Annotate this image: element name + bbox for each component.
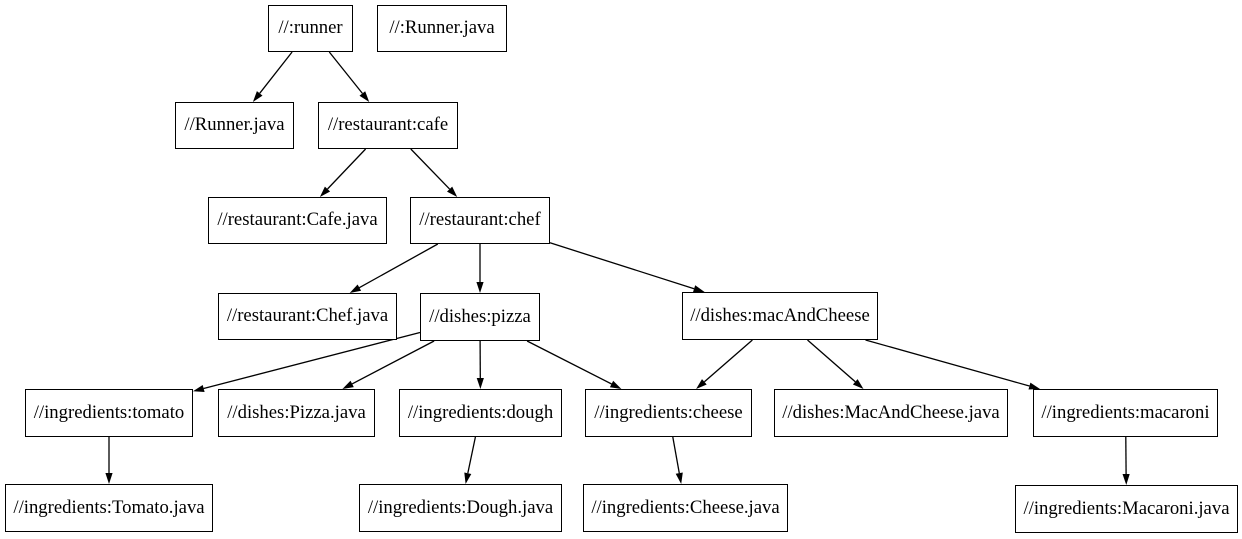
node-runner-java: //Runner.java bbox=[175, 102, 294, 149]
node-runner: //:runner bbox=[268, 5, 353, 52]
edge-chef-to-mac_and_cheese bbox=[549, 242, 695, 290]
arrowhead-pizza-to-pizza_java bbox=[342, 380, 354, 389]
arrowhead-cafe-to-cafe_java bbox=[319, 186, 331, 197]
node-mac-and-cheese-java: //dishes:MacAndCheese.java bbox=[774, 389, 1008, 437]
node-dough-java: //ingredients:Dough.java bbox=[359, 484, 562, 532]
edge-mac_and_cheese-to-macaroni bbox=[865, 339, 1030, 387]
node-runner-java-root: //:Runner.java bbox=[377, 5, 507, 52]
arrowhead-mac_and_cheese-to-macaroni bbox=[1028, 382, 1040, 390]
node-pizza-java: //dishes:Pizza.java bbox=[218, 389, 375, 437]
node-cheese: //ingredients:cheese bbox=[585, 389, 752, 437]
arrowhead-runner-to-cafe bbox=[359, 91, 370, 102]
edge-pizza-to-pizza_java bbox=[351, 340, 435, 385]
node-mac-and-cheese: //dishes:macAndCheese bbox=[682, 292, 878, 340]
node-cafe-java: //restaurant:Cafe.java bbox=[208, 197, 387, 244]
edge-mac_and_cheese-to-mac_and_cheese_java bbox=[807, 339, 856, 383]
node-tomato-java: //ingredients:Tomato.java bbox=[5, 484, 213, 532]
edge-mac_and_cheese-to-cheese bbox=[703, 339, 753, 383]
node-macaroni-java: //ingredients:Macaroni.java bbox=[1015, 485, 1238, 533]
arrowhead-mac_and_cheese-to-cheese bbox=[696, 379, 707, 389]
arrowhead-cheese-to-cheese_java bbox=[675, 472, 683, 484]
node-macaroni: //ingredients:macaroni bbox=[1033, 389, 1218, 437]
edge-cheese-to-cheese_java bbox=[672, 436, 680, 474]
arrowhead-dough-to-dough_java bbox=[464, 472, 472, 484]
arrowhead-pizza-to-cheese bbox=[609, 380, 622, 389]
arrowhead-pizza-to-dough bbox=[476, 378, 484, 389]
node-dough: //ingredients:dough bbox=[399, 389, 562, 437]
node-chef-java: //restaurant:Chef.java bbox=[218, 293, 397, 340]
arrowhead-tomato-to-tomato_java bbox=[105, 473, 113, 484]
node-tomato: //ingredients:tomato bbox=[25, 389, 193, 437]
edge-dough-to-dough_java bbox=[467, 436, 477, 474]
arrowhead-runner-to-runner_java bbox=[252, 91, 263, 102]
edge-pizza-to-tomato bbox=[203, 331, 421, 390]
arrowhead-chef-to-mac_and_cheese bbox=[693, 285, 705, 293]
edge-chef-to-chef_java bbox=[358, 243, 439, 289]
arrowhead-pizza-to-tomato bbox=[193, 385, 205, 392]
edge-cafe-to-chef bbox=[410, 148, 451, 190]
arrowhead-cafe-to-chef bbox=[447, 186, 458, 197]
arrowhead-chef-to-chef_java bbox=[349, 284, 362, 293]
arrowhead-chef-to-pizza bbox=[476, 282, 484, 293]
node-chef: //restaurant:chef bbox=[410, 197, 550, 244]
node-cafe: //restaurant:cafe bbox=[318, 102, 458, 149]
arrowhead-mac_and_cheese-to-mac_and_cheese_java bbox=[852, 379, 864, 389]
node-cheese-java: //ingredients:Cheese.java bbox=[583, 484, 788, 532]
edge-pizza-to-cheese bbox=[526, 340, 612, 385]
node-pizza: //dishes:pizza bbox=[420, 293, 540, 341]
arrowhead-macaroni-to-macaroni_java bbox=[1122, 474, 1130, 485]
edge-runner-to-runner_java bbox=[259, 51, 293, 94]
edge-runner-to-cafe bbox=[328, 51, 363, 94]
edge-cafe-to-cafe_java bbox=[327, 148, 367, 190]
